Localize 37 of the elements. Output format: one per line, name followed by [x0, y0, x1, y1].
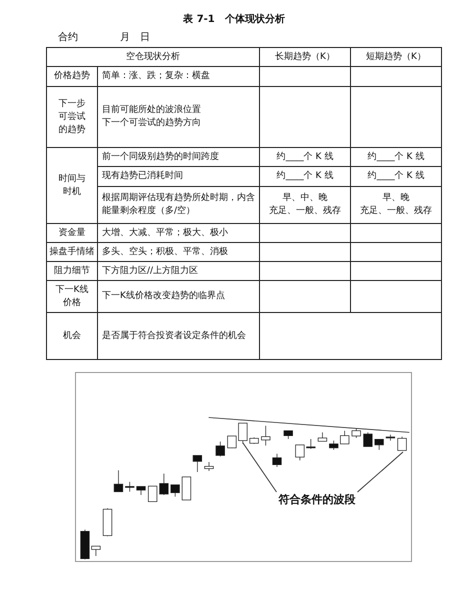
table-cell: 是否属于符合投资者设定条件的机会	[98, 312, 260, 360]
table-cell: 下方阻力区//上方阻力区	[98, 262, 260, 280]
table-cell: 时间与时机	[46, 148, 98, 224]
table-cell: 下一K线价格	[46, 280, 98, 312]
cell-text: 充足、一般、残存	[268, 205, 342, 218]
leader-line	[357, 452, 404, 492]
table-cell: 空仓现状分析	[46, 48, 260, 66]
table-cell: 操盘手情绪	[46, 242, 98, 262]
candlestick-chart-drawing	[75, 372, 412, 562]
table-cell: 大增、大减、平常；极大、极小	[98, 224, 260, 242]
table-cell: 下一步可尝试的趋势	[46, 86, 98, 148]
table-cell: 现有趋势已消耗时间	[98, 166, 260, 186]
table-cell: 简单：涨、跌；复杂：横盘	[98, 66, 260, 86]
table-cell: 长期趋势（K）	[260, 48, 350, 66]
table-cell: 约____个 K 线	[260, 166, 350, 186]
leader-line	[242, 442, 277, 492]
cell-text: 早、中、晚	[282, 192, 328, 205]
table-cell: 阻力细节	[46, 262, 98, 280]
title: 表 7-1 个体现状分析	[182, 12, 286, 26]
table-cell: 资金量	[46, 224, 98, 242]
table-cell: 约____个 K 线	[260, 148, 350, 166]
header-text: 合约	[58, 31, 78, 44]
callout-text: 符合条件的波段	[272, 492, 362, 508]
cell-text: 目前可能所处的波浪位置	[102, 104, 202, 117]
table-cell: 约____个 K 线	[350, 166, 442, 186]
table-cell: 前一个同级别趋势的时间跨度	[98, 148, 260, 166]
table-cell: 价格趋势	[46, 66, 98, 86]
cell-text: 早、晚	[382, 192, 410, 205]
cell-text: 下一个可尝试的趋势方向	[102, 117, 202, 130]
table-cell: 下一K线价格改变趋势的临界点	[98, 280, 260, 312]
table-cell: 短期趋势（K）	[350, 48, 442, 66]
table-cell: 根据周期评估现有趋势所处时期，内含能量剩余程度（多/空）	[98, 186, 260, 224]
table-cell: 机会	[46, 312, 98, 360]
cell-text: 充足、一般、残存	[359, 205, 433, 218]
table-cell: 多头、空头；积极、平常、消极	[98, 242, 260, 262]
header-text: 月 日	[120, 31, 150, 44]
table-cell: 约____个 K 线	[350, 148, 442, 166]
